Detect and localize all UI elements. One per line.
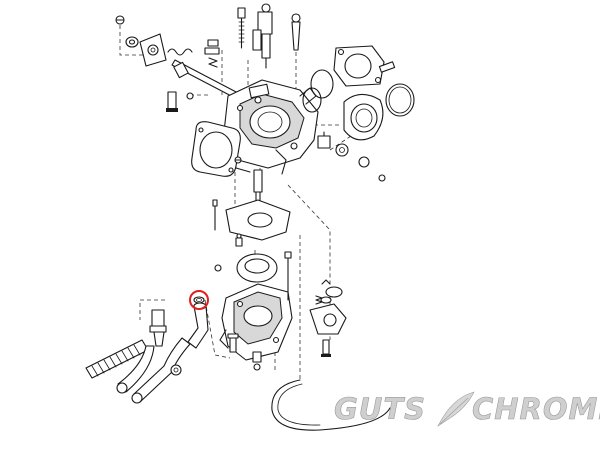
washer-small <box>125 36 139 48</box>
hose-fitting-left <box>149 309 167 347</box>
highlight-marker <box>189 290 209 310</box>
idle-screw <box>237 7 246 49</box>
overflow-tube-left <box>116 345 155 394</box>
float-pin-assembly <box>252 3 273 69</box>
float-pin-long <box>212 199 218 231</box>
o-ring-right <box>385 83 415 117</box>
needle-valve <box>291 13 301 51</box>
spring-stack <box>204 39 220 68</box>
manifold-adapter <box>343 93 384 141</box>
brand-watermark: GUTS CHROME <box>334 391 600 427</box>
feather-icon <box>437 391 475 427</box>
flange-bolt <box>378 61 396 73</box>
choke-plate <box>139 33 167 67</box>
jet-parts <box>212 169 291 247</box>
pump-cover <box>309 303 347 335</box>
bowl-screw <box>227 333 239 353</box>
watermark-chrome: CHROME <box>472 392 600 426</box>
watermark-guts: GUTS <box>334 392 426 426</box>
throttle-shaft <box>166 59 241 112</box>
top-vertical-parts <box>237 3 301 69</box>
screw-top-left <box>115 15 125 25</box>
clamp-nut <box>317 131 386 182</box>
choke-spring <box>167 48 193 56</box>
throttle-cable <box>271 379 391 431</box>
pump-spring <box>315 295 323 305</box>
float <box>225 199 291 241</box>
choke-hardware <box>115 15 241 112</box>
intake-gasket <box>191 121 242 177</box>
float-needle <box>235 233 243 247</box>
pump-rod <box>284 251 292 301</box>
float-bowl <box>219 283 293 361</box>
overflow-tube-right <box>131 337 191 404</box>
main-jet-tube <box>253 169 263 203</box>
hose-fitting-o-ring <box>193 296 205 304</box>
gasket-ring-mid <box>302 87 322 113</box>
carburetor-body <box>223 79 319 175</box>
bowl-gasket-ring <box>214 253 278 283</box>
drain-screw <box>252 351 262 371</box>
manifold-flange <box>333 45 396 87</box>
small-screw-left <box>234 156 242 164</box>
pump-diaphragm <box>320 279 343 304</box>
o-ring-left <box>310 69 334 99</box>
accelerator-pump <box>284 251 347 357</box>
pump-screw <box>321 339 331 357</box>
